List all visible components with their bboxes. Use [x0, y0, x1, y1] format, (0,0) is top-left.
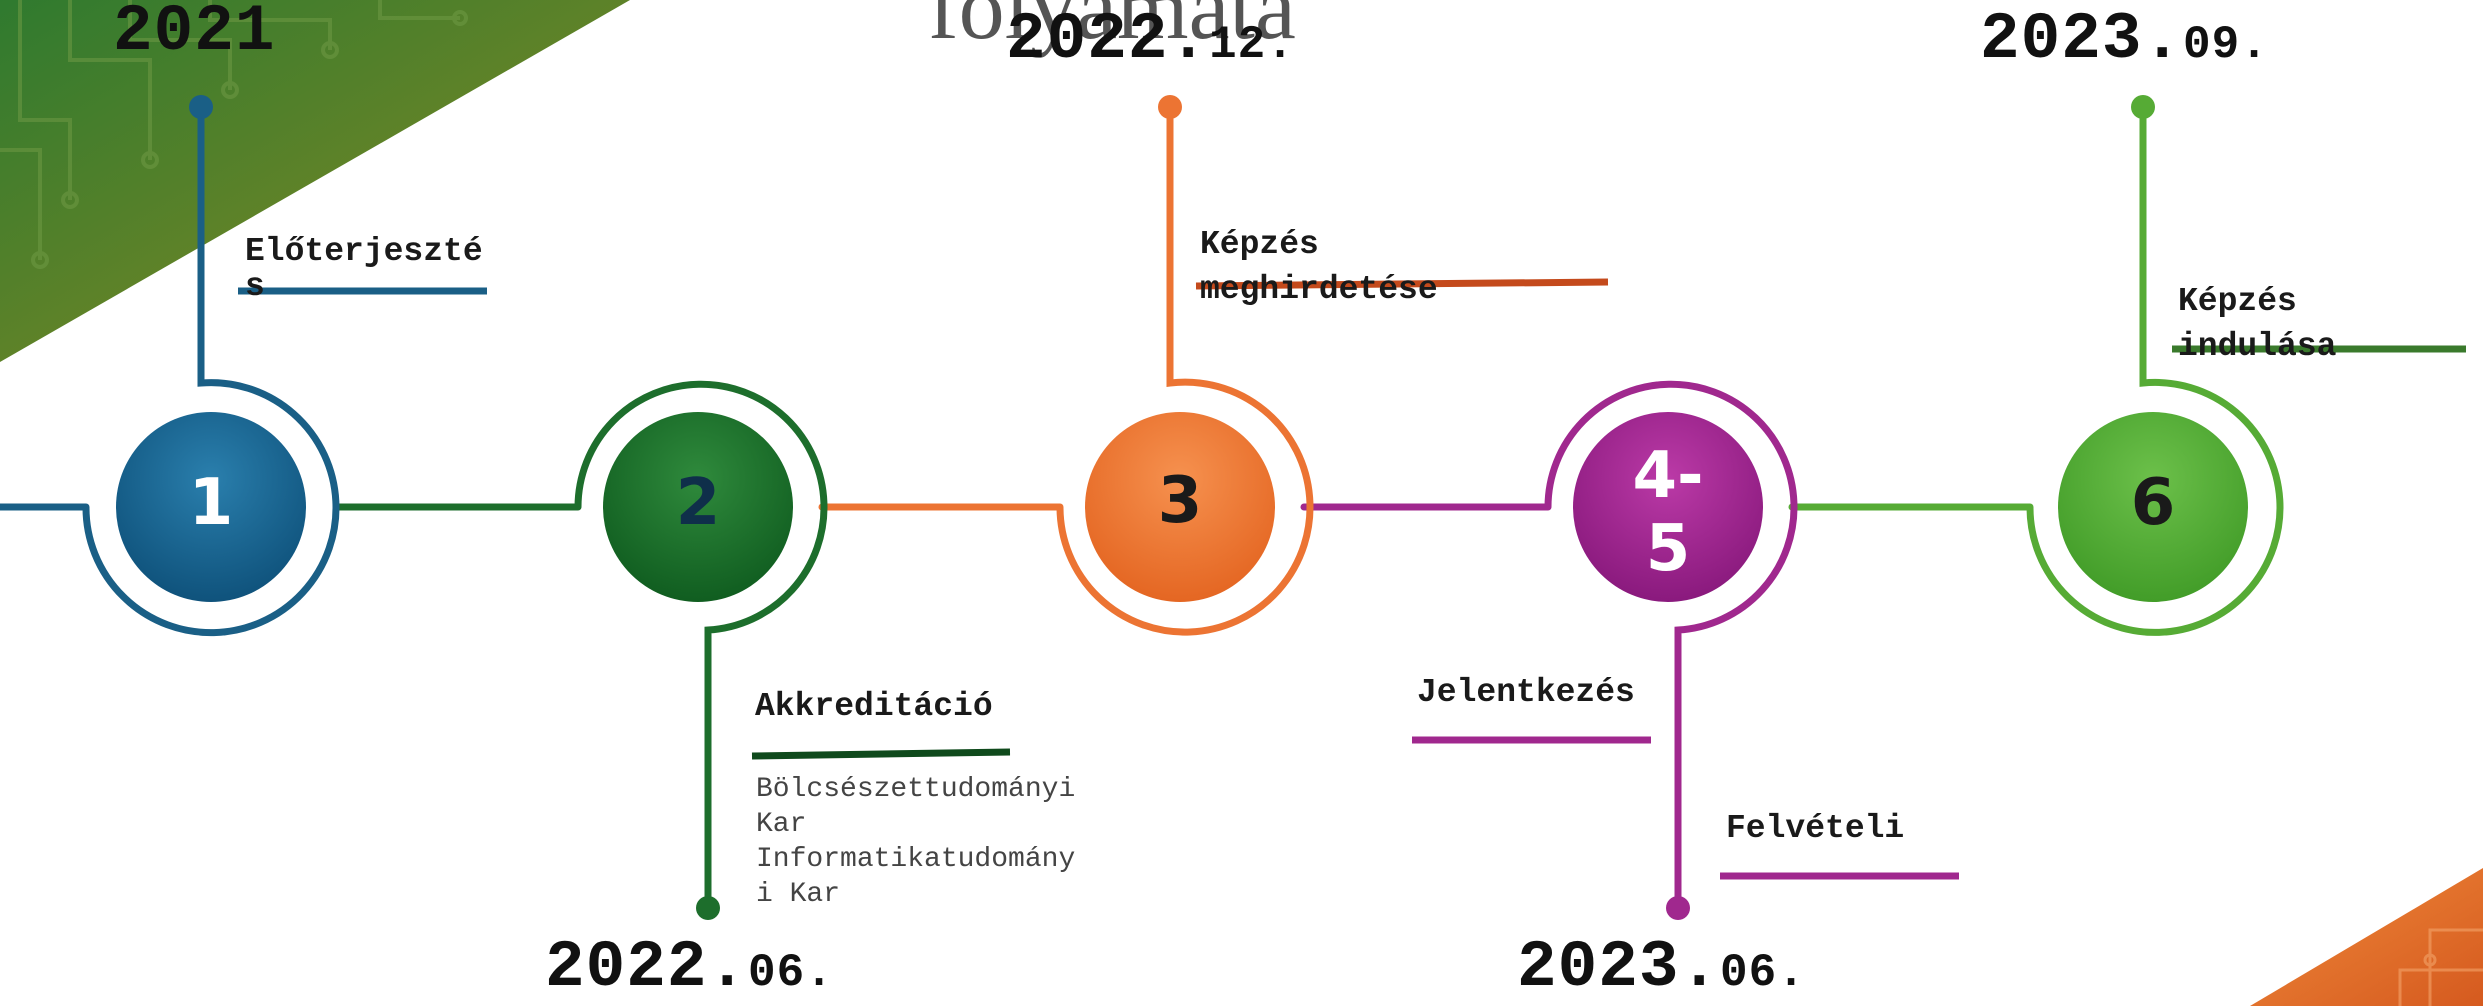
label-kepzes-indulasa-line1: Képzés [2178, 283, 2297, 320]
year-step-4-5-main: 2023. [1517, 930, 1721, 1005]
note-line-4: i Kar [756, 879, 841, 910]
step-number-1: 1 [188, 466, 234, 540]
timeline-node-2 [574, 380, 828, 920]
step-number-2: 2 [675, 466, 721, 540]
step-number-6: 6 [2130, 466, 2176, 540]
year-step-3-main: 2022. [1006, 2, 1210, 77]
year-step-4-5-suffix: 06. [1720, 947, 1806, 999]
step-number-4-5-line2: 5 [1645, 512, 1691, 586]
label-kepzes-indulasa: Képzés indulása [2178, 279, 2438, 369]
timeline-node-3 [1056, 95, 1314, 636]
step-number-4-5: 4- 5 [1608, 440, 1728, 586]
year-step-2-main: 2022. [545, 930, 749, 1005]
year-step-6: 2023.09. [1980, 2, 2269, 77]
year-step-6-main: 2023. [1980, 2, 2184, 77]
underline-kepzes-meghirdetese [1195, 278, 1609, 290]
year-step-3-suffix: 12. [1209, 19, 1295, 71]
label-kepzes-meghirdetese: Képzés meghirdetése [1200, 222, 1520, 312]
timeline-node-1 [82, 95, 340, 637]
year-step-2-suffix: 06. [748, 947, 834, 999]
note-akkreditacio: Bölcsészettudományi Kar Informatikatudom… [756, 772, 1116, 912]
label-kepzes-indulasa-line2: indulása [2178, 328, 2337, 365]
label-kepzes-meghirdetese-line2: meghirdetése [1200, 271, 1438, 308]
label-eloterjesztes: Előterjeszté s [245, 229, 505, 309]
year-step-6-suffix: 09. [2183, 19, 2269, 71]
year-step-1-main: 2021 [113, 0, 276, 69]
note-line-1: Bölcsészettudományi [756, 774, 1076, 805]
year-step-4-5: 2023.06. [1517, 930, 1806, 1005]
label-kepzes-meghirdetese-line1: Képzés [1200, 226, 1319, 263]
slide-title-fragment: folyamata [928, 0, 1296, 58]
label-eloterjesztes-line2: s [245, 268, 265, 305]
step-number-4-5-line1: 4- [1632, 439, 1704, 513]
label-jelentkezes: Jelentkezés [1417, 674, 1635, 711]
year-step-1: 2021 [113, 0, 275, 69]
step-number-3: 3 [1157, 464, 1203, 538]
corner-decoration-bottom-right [2250, 868, 2483, 1006]
corner-decoration-top-left [0, 0, 630, 362]
timeline-node-6 [2026, 95, 2284, 636]
label-akkreditacio: Akkreditáció [755, 688, 993, 725]
year-step-3: 2022.12. [1006, 2, 1295, 77]
year-step-2: 2022.06. [545, 930, 834, 1005]
label-eloterjesztes-line1: Előterjeszté [245, 233, 483, 270]
underline-akkreditacio [751, 748, 1011, 760]
label-felveteli: Felvételi [1726, 810, 1905, 847]
note-line-2: Kar [756, 809, 807, 840]
note-line-3: Informatikatudomány [756, 844, 1076, 875]
timeline-node-4-5 [1544, 380, 1798, 920]
